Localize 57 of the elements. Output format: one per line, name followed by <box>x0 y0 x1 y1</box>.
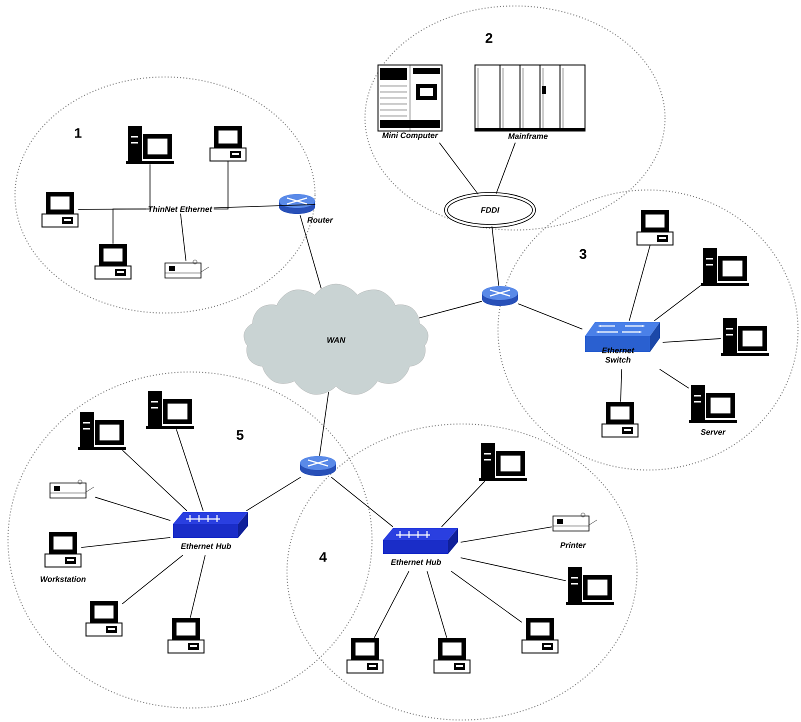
tower-computer-icon <box>78 412 126 450</box>
tower-computer-icon <box>566 567 614 605</box>
connection-line <box>441 480 486 528</box>
connection-line <box>122 554 184 604</box>
tower-computer-icon <box>479 443 527 481</box>
zone-number: 5 <box>236 430 244 440</box>
connection-line <box>460 557 566 582</box>
connection-line <box>496 142 516 194</box>
connection-line <box>654 284 702 322</box>
connection-line <box>213 204 316 208</box>
connection-line <box>662 338 722 343</box>
connection-line <box>94 496 171 521</box>
router-icon <box>482 286 518 306</box>
connection-line <box>122 450 188 512</box>
connection-line <box>418 300 482 318</box>
desktop-computer-icon <box>602 402 638 438</box>
connection-line <box>190 554 206 618</box>
connection-line <box>330 476 394 528</box>
connection-line <box>620 368 622 402</box>
zone-number: 4 <box>319 552 327 562</box>
connection-line <box>146 164 150 210</box>
connection-line <box>450 570 522 623</box>
connection-line <box>518 303 583 330</box>
desktop-computer-icon <box>522 618 558 654</box>
printer-icon <box>50 480 94 498</box>
connection-line <box>180 213 186 262</box>
desktop-computer-icon <box>210 126 246 162</box>
zone-number: 1 <box>75 128 82 138</box>
connection-line <box>460 526 552 543</box>
connection-line <box>80 537 171 548</box>
connection-line <box>246 476 302 512</box>
connection-line <box>426 570 448 638</box>
connection-line <box>176 428 204 512</box>
desktop-computer-icon <box>94 244 132 280</box>
connection-line <box>112 208 147 244</box>
zone-number: 3 <box>579 249 586 259</box>
desktop-computer-icon <box>42 192 78 228</box>
desktop-computer-icon <box>636 210 674 246</box>
connection-line <box>319 392 329 456</box>
desktop-computer-icon <box>86 601 122 636</box>
tower-computer-icon <box>721 318 769 356</box>
connection-line <box>213 160 228 210</box>
router-icon <box>300 456 336 476</box>
connection-line <box>628 244 651 322</box>
tower-computer-icon <box>126 126 174 164</box>
connection-line <box>492 226 500 286</box>
zone-number: 2 <box>486 33 492 43</box>
desktop-computer-icon <box>346 638 384 674</box>
desktop-computer-icon <box>434 638 470 674</box>
tower-computer-icon <box>146 391 194 429</box>
printer-icon <box>164 260 210 278</box>
connection-line <box>300 214 322 289</box>
connection-line <box>374 570 410 638</box>
connection-line <box>659 368 690 389</box>
desktop-computer-icon <box>168 618 204 654</box>
connection-line <box>439 142 479 195</box>
tower-computer-icon <box>701 248 749 286</box>
